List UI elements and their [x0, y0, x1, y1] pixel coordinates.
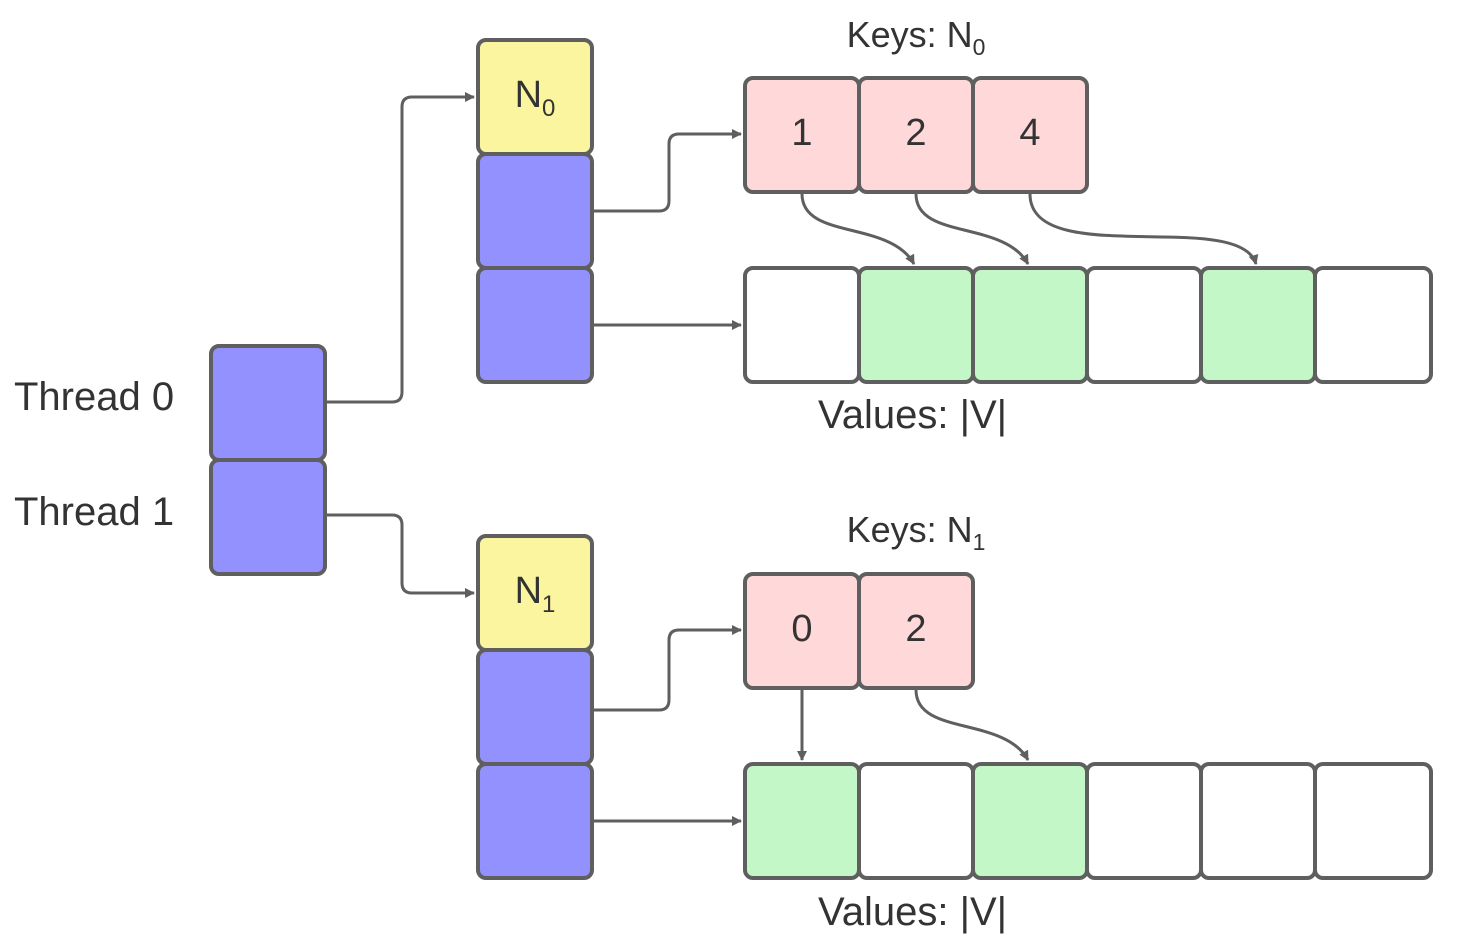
group-1-keys-label-sub: 1 [972, 529, 986, 555]
thread-0-cell [209, 344, 327, 462]
thread-1-label: Thread 1 [14, 490, 175, 534]
group-0-value-cell [1199, 266, 1317, 384]
group-1-key-value: 0 [791, 608, 813, 650]
group-0-header-main: N [514, 74, 543, 116]
group-1-keys-pointer-arrow [592, 625, 742, 712]
group-1-key-cell [857, 572, 975, 690]
thread-0-to-group-0-arrow [325, 92, 475, 404]
thread-1-cell [209, 458, 327, 576]
group-1-value-cell [1313, 762, 1433, 880]
group-0-keys-pointer-arrow [592, 129, 742, 213]
group-0-keys-label: Keys: N0 [816, 17, 1016, 59]
group-0-key-to-value-arrow [1028, 193, 1259, 265]
thread-0-label: Thread 0 [14, 375, 175, 419]
group-1-values-label: Values: |V| [818, 890, 1008, 934]
group-0-value-cell [743, 266, 861, 384]
group-0-keys-label-sub: 0 [972, 34, 986, 60]
group-1-keys-pointer-cell [476, 648, 594, 766]
group-0-values-pointer-cell [476, 266, 594, 384]
group-1-value-cell [1085, 762, 1203, 880]
group-1-value-cell [971, 762, 1089, 880]
group-1-keys-label: Keys: N1 [816, 512, 1016, 554]
thread-1-to-group-1-arrow [325, 513, 475, 598]
group-1-header-text: N1 [478, 572, 592, 617]
group-1-key-value: 2 [905, 608, 927, 650]
group-0-key-to-value-arrow [800, 193, 916, 265]
group-0-value-cell [971, 266, 1089, 384]
group-0-keys-pointer-cell [476, 152, 594, 270]
group-1-header-sub: 1 [542, 591, 556, 618]
group-1-values-pointer-cell [476, 762, 594, 880]
group-0-key-to-value-arrow [914, 193, 1030, 265]
group-1-header-main: N [514, 570, 543, 612]
group-1-key-to-value-arrow [914, 689, 1030, 761]
group-0-value-cell [857, 266, 975, 384]
group-0-values-label: Values: |V| [818, 393, 1008, 437]
group-0-key-value: 1 [791, 112, 813, 154]
group-0-keys-label-prefix: Keys: N [846, 14, 973, 55]
group-0-header-sub: 0 [542, 95, 556, 122]
group-0-value-cell [1313, 266, 1433, 384]
group-0-key-cell [971, 76, 1089, 194]
group-1-value-cell [743, 762, 861, 880]
group-1-value-cell [1199, 762, 1317, 880]
group-0-value-cell [1085, 266, 1203, 384]
group-0-key-value: 2 [905, 112, 927, 154]
group-0-header-text: N0 [478, 76, 592, 121]
group-1-keys-label-prefix: Keys: N [846, 509, 973, 550]
group-1-value-cell [857, 762, 975, 880]
group-0-key-value: 4 [1019, 112, 1041, 154]
